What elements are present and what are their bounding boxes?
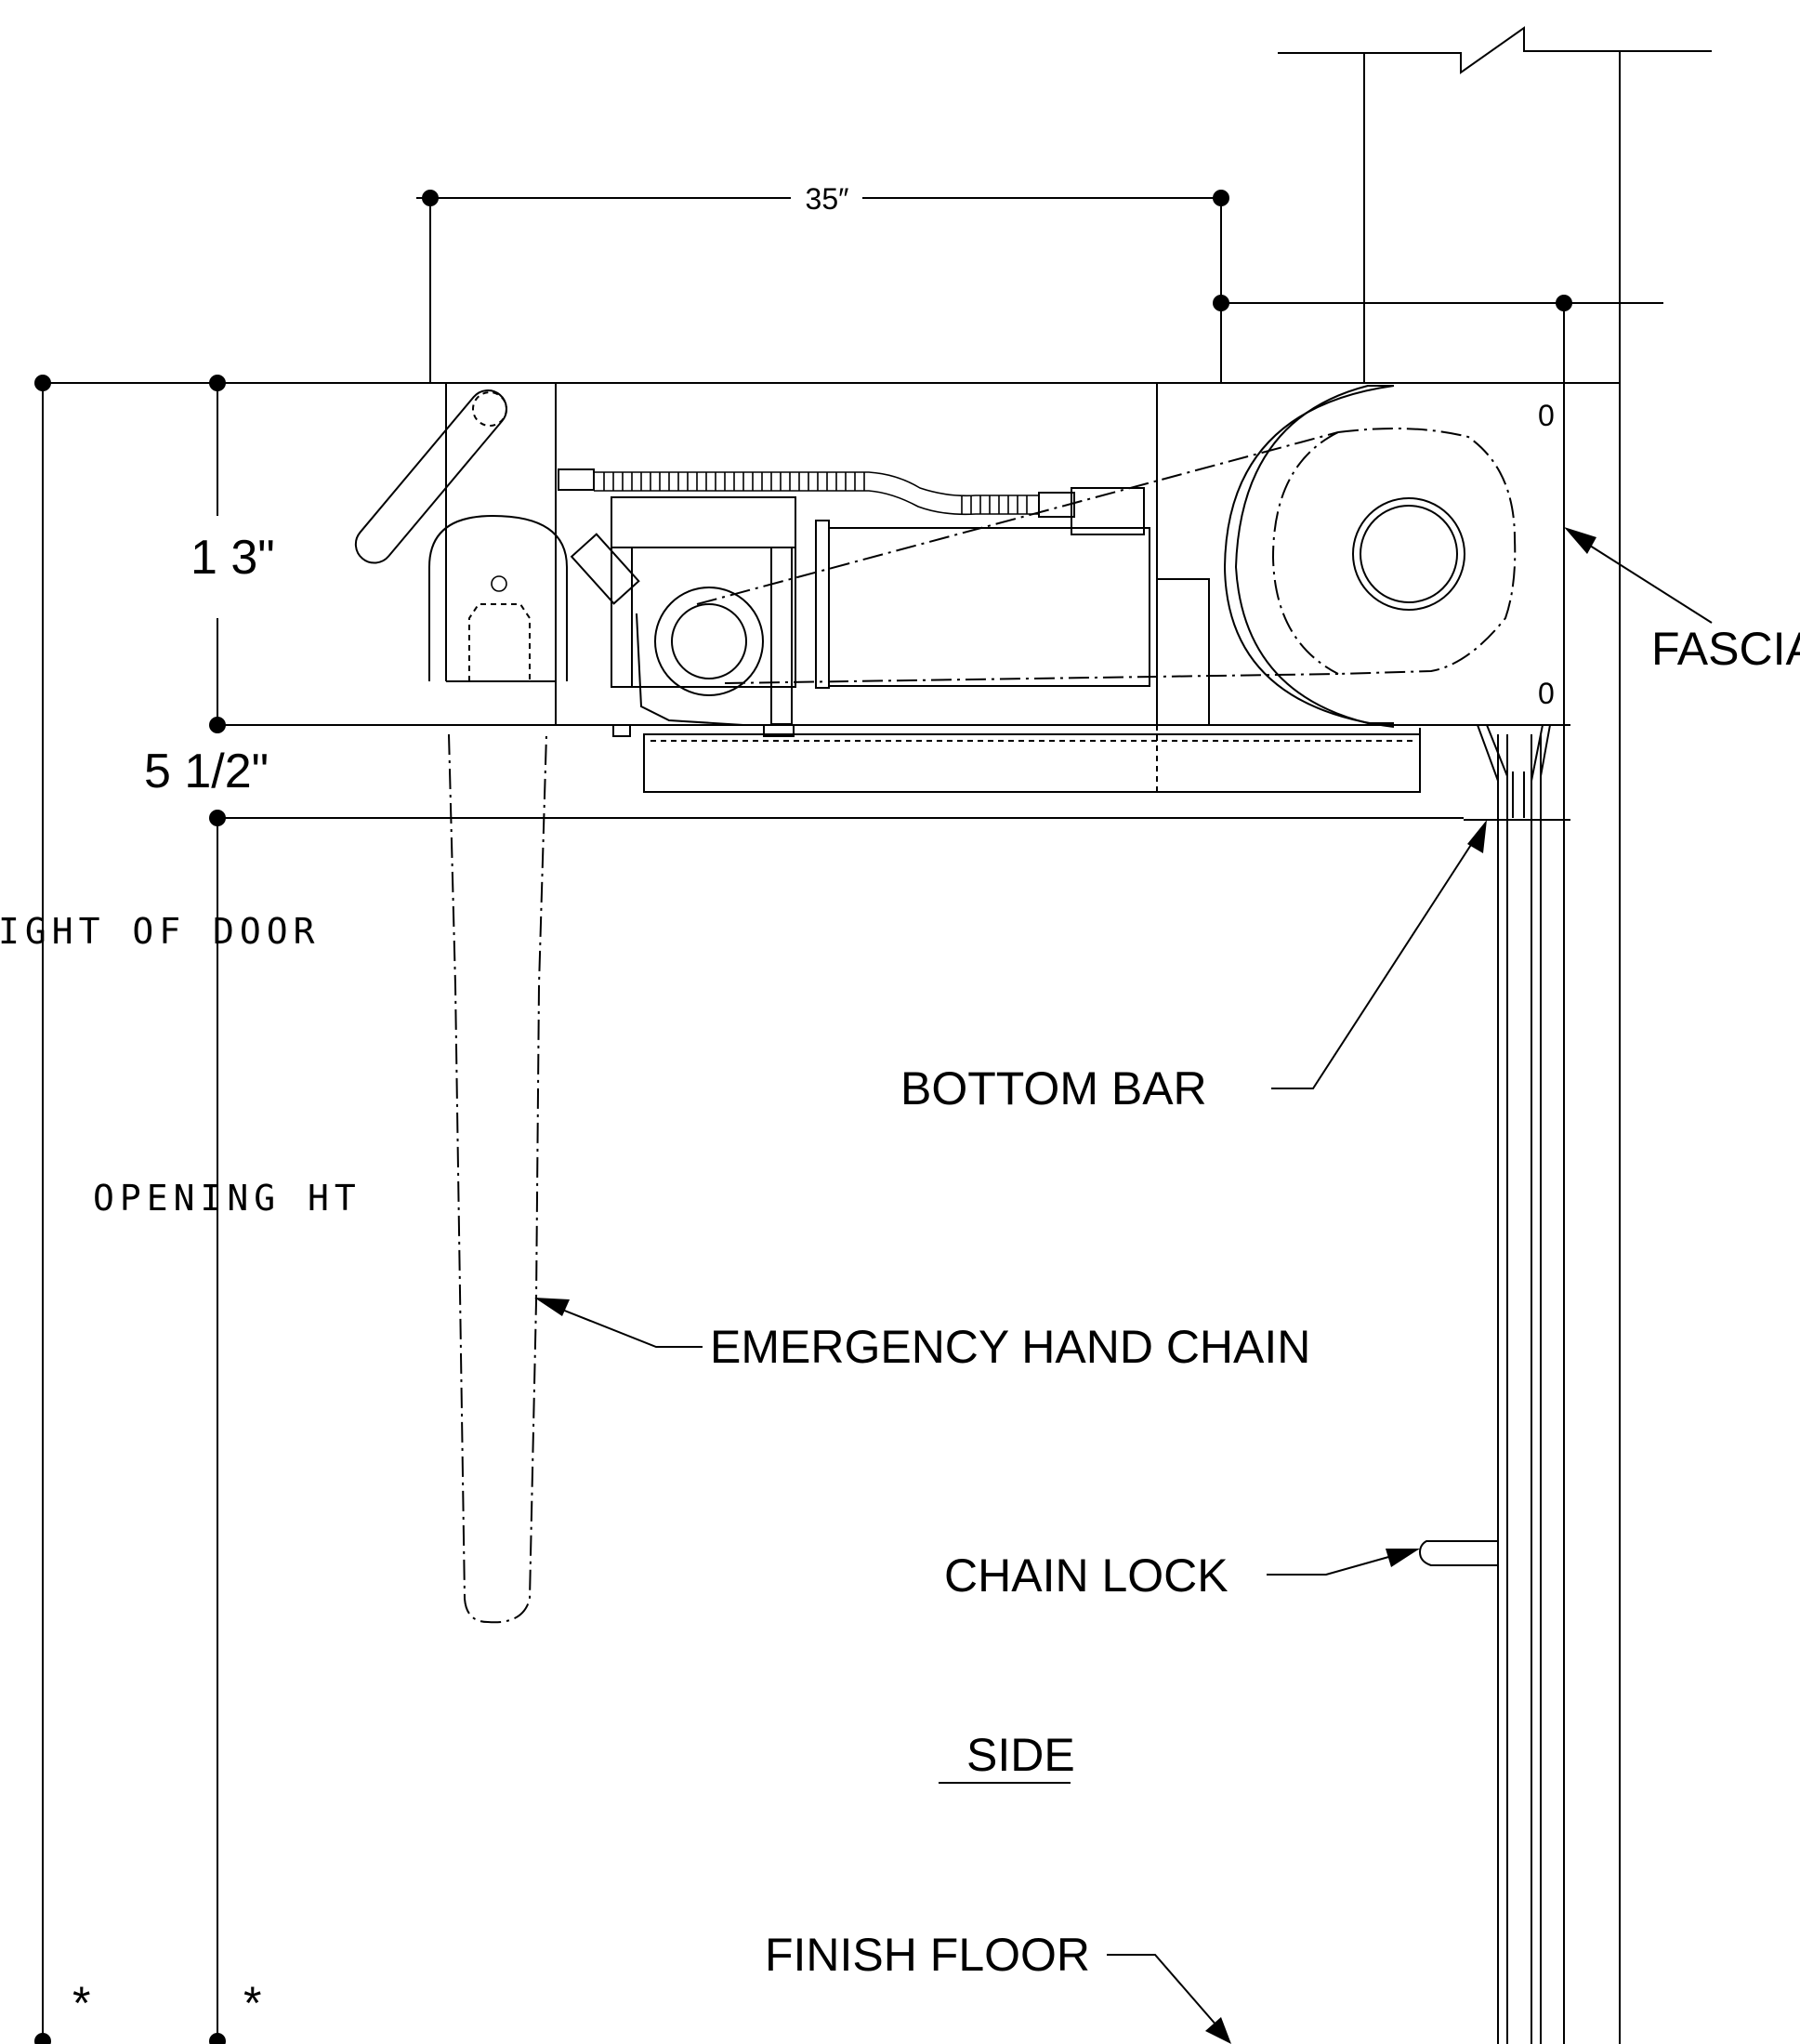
building-wall <box>1278 26 1712 2044</box>
dimension-hood-depth <box>1213 295 1663 2044</box>
dimension-5-half-inch-label: 5 1/2" <box>144 745 269 798</box>
asterisk-left: * <box>72 1977 90 2029</box>
arrow-icon <box>1564 527 1596 554</box>
hood-outline <box>43 382 1620 819</box>
conduit-ribs <box>603 472 1028 514</box>
bottom-bar-label: BOTTOM BAR <box>900 1062 1207 1114</box>
dimension-35-label: 35″ <box>806 182 849 216</box>
door-coil: 0 0 <box>1223 385 1555 728</box>
dimension-point-icon <box>34 375 51 391</box>
guide-and-bottom-bar <box>1418 724 1570 2044</box>
dimension-point-icon <box>209 375 226 391</box>
fascia-label: FASCIA <box>1651 623 1800 675</box>
arrow-icon <box>1467 820 1487 853</box>
dimension-point-icon <box>209 810 226 826</box>
dimension-point-icon <box>209 2033 226 2044</box>
dimension-point-icon <box>34 2033 51 2044</box>
dimension-point-icon <box>1213 295 1229 311</box>
dimension-point-icon <box>422 190 439 206</box>
left-dimensions: 1 3" 5 1/2" IGHT OF DOOR OPENING HT * * <box>0 375 361 2044</box>
callouts: FASCIA BOTTOM BAR EMERGENCY HAND CHAIN C… <box>710 623 1800 1981</box>
chain-hoist-assembly <box>354 389 568 1624</box>
arrow-icon <box>1386 1549 1420 1567</box>
arrow-icon <box>534 1298 570 1316</box>
dimension-point-icon <box>1556 295 1572 311</box>
arrow-icon <box>1205 2017 1231 2044</box>
emergency-hand-chain-label: EMERGENCY HAND CHAIN <box>710 1321 1310 1373</box>
side-view-title: SIDE <box>966 1729 1075 1781</box>
height-of-door-label: IGHT OF DOOR <box>0 911 321 952</box>
leaders <box>534 527 1713 2044</box>
dimension-13-inch-label: 1 3" <box>191 531 275 585</box>
bracket-mark-top: 0 <box>1538 399 1555 432</box>
bracket-mark-bottom: 0 <box>1538 677 1555 710</box>
dimension-point-icon <box>1213 190 1229 206</box>
finish-floor-label: FINISH FLOOR <box>765 1929 1090 1981</box>
dimension-35-inch: 35″ <box>416 182 1229 383</box>
opening-height-label: OPENING HT <box>93 1178 361 1219</box>
dimension-point-icon <box>209 717 226 733</box>
chain-lock-label: CHAIN LOCK <box>944 1549 1228 1602</box>
asterisk-right: * <box>243 1977 261 2029</box>
motor-assembly <box>558 431 1421 793</box>
